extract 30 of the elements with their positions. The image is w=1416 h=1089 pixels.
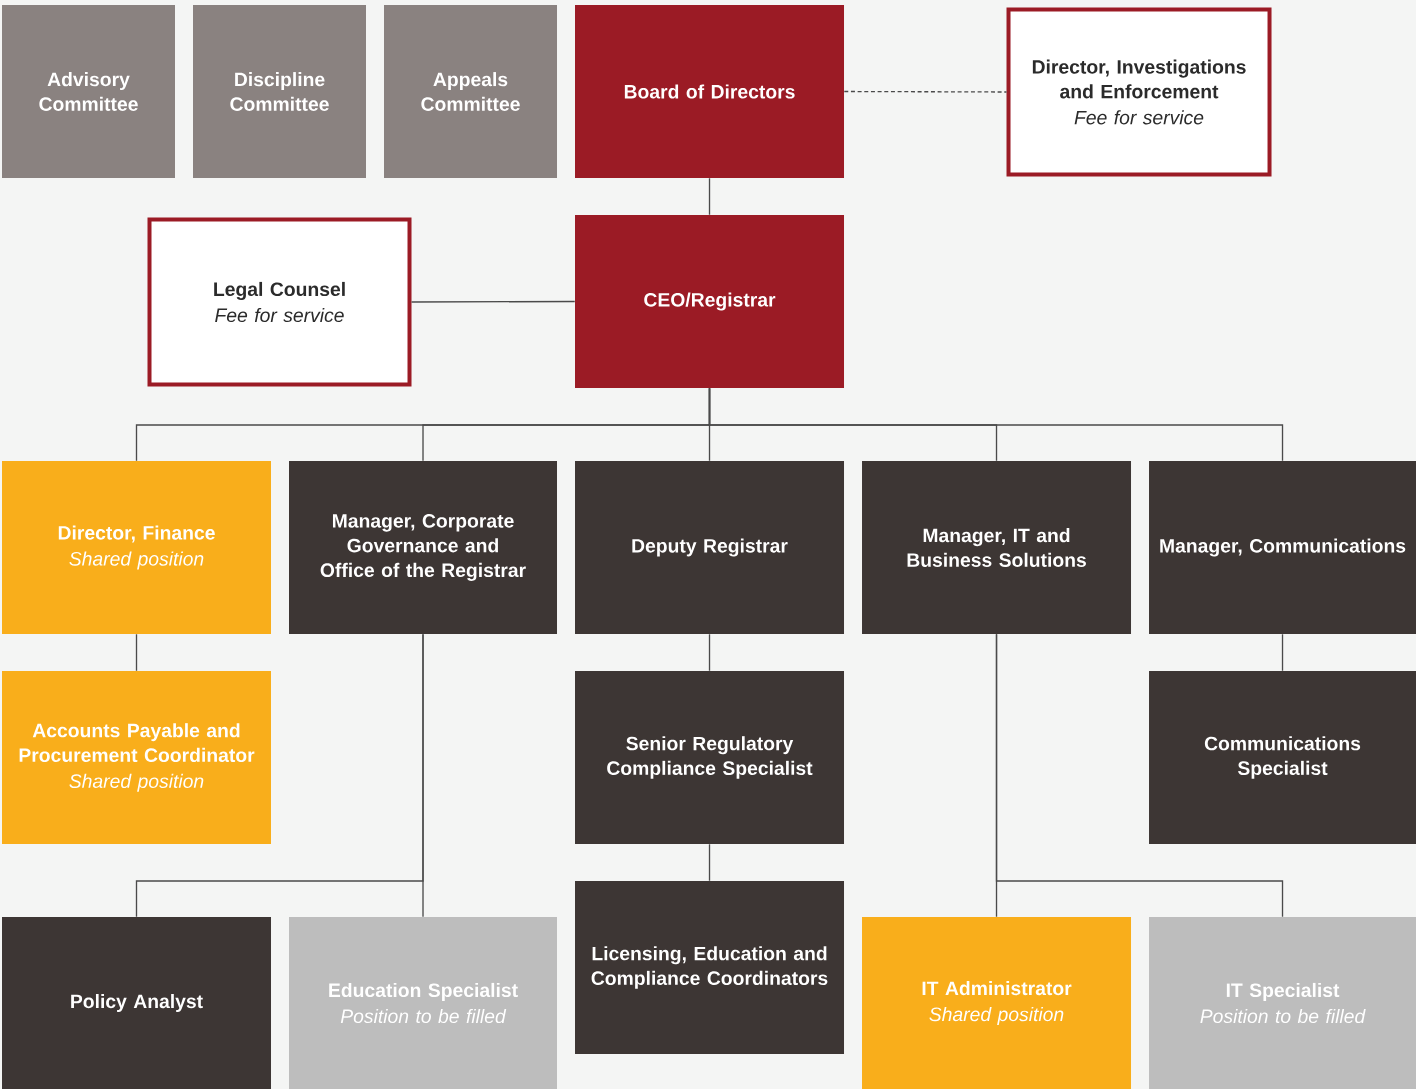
contractor-box: Director, Investigations and Enforcement Fee for service bbox=[1006, 7, 1272, 177]
position-box: Senior Regulatory Compliance Specialist bbox=[575, 671, 844, 844]
position-box: Manager, Communications bbox=[1149, 461, 1416, 634]
committee-box: Discipline Committee bbox=[193, 5, 366, 178]
connector-line bbox=[995, 633, 1284, 918]
connector-line bbox=[1281, 633, 1284, 672]
vacant-position-box: Education Specialist Position to be filled bbox=[289, 917, 557, 1089]
board-box: CEO/Registrar bbox=[575, 215, 844, 388]
connector-line bbox=[135, 633, 138, 672]
position-box: Communications Specialist bbox=[1149, 671, 1416, 844]
connector-line bbox=[708, 177, 711, 216]
shared-position-box: IT Administrator Shared position bbox=[862, 917, 1131, 1089]
position-box: Deputy Registrar bbox=[575, 461, 844, 634]
connector-line bbox=[708, 843, 711, 882]
vacant-position-box: IT Specialist Position to be filled bbox=[1149, 917, 1416, 1089]
connector-line bbox=[422, 633, 424, 918]
contractor-box: Legal Counsel Fee for service bbox=[147, 217, 412, 387]
connector-line bbox=[410, 300, 576, 303]
connector-line bbox=[843, 90, 1008, 93]
position-box: Manager, Corporate Governance and Office of the Registrar bbox=[289, 461, 557, 634]
shared-position-box: Director, Finance Shared position bbox=[2, 461, 271, 634]
position-box: Licensing, Education and Compliance Coordinators bbox=[575, 881, 844, 1054]
connector-line bbox=[708, 633, 711, 672]
position-box: Manager, IT and Business Solutions bbox=[862, 461, 1131, 634]
shared-position-box: Accounts Payable and Procurement Coordinator Shared position bbox=[2, 671, 271, 844]
board-box: Board of Directors bbox=[575, 5, 844, 178]
committee-box: Appeals Committee bbox=[384, 5, 557, 178]
committee-box: Advisory Committee bbox=[2, 5, 175, 178]
position-box: Policy Analyst bbox=[2, 917, 271, 1089]
connector-line bbox=[708, 387, 1284, 462]
